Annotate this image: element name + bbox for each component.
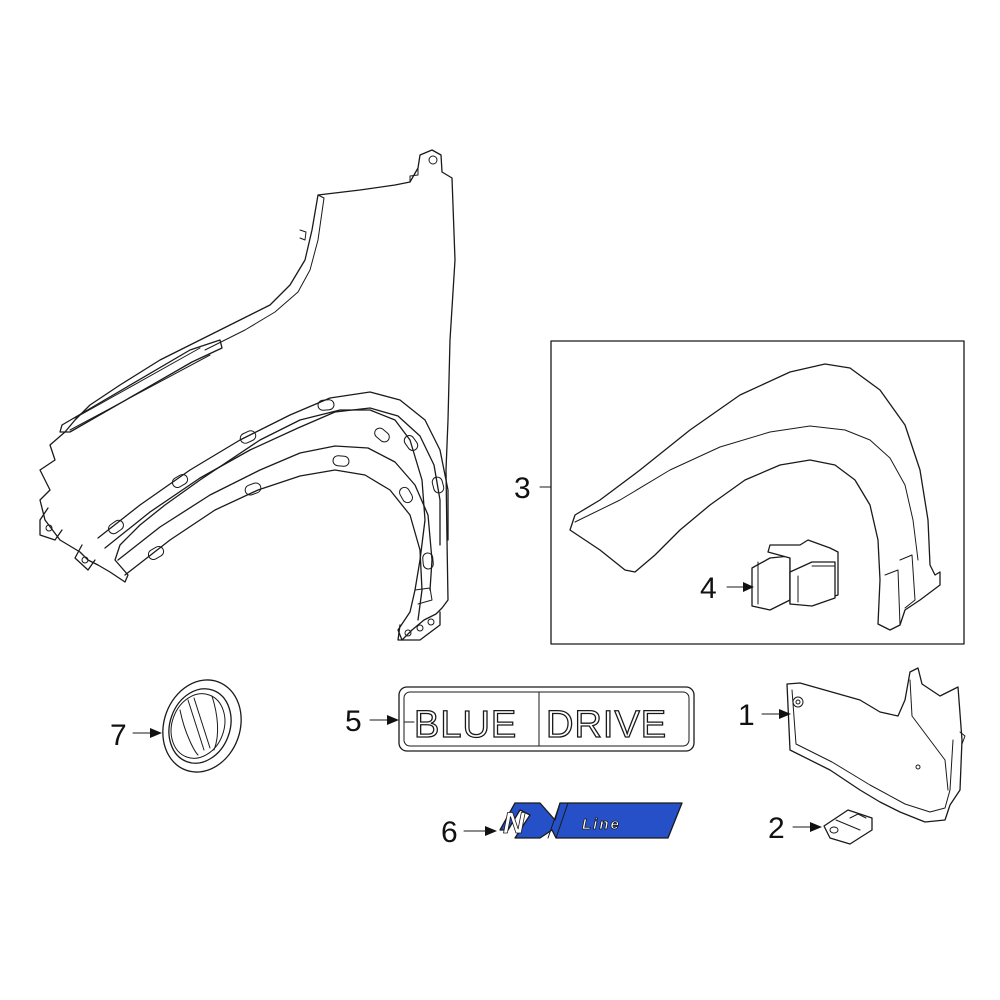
callout-2: 2 bbox=[768, 812, 785, 845]
fender-clip-slots bbox=[108, 399, 445, 570]
drive-text: DRIVE bbox=[546, 704, 667, 746]
mud-guard-clip bbox=[823, 809, 873, 845]
n-line-emblem: N Line bbox=[499, 802, 683, 840]
line-text: Line bbox=[582, 816, 621, 833]
callout-1: 1 bbox=[738, 699, 755, 732]
wheel-arch-molding-inset-box bbox=[550, 340, 965, 645]
callout-5: 5 bbox=[345, 705, 362, 738]
front-fender bbox=[39, 149, 456, 641]
callout-3: 3 bbox=[514, 472, 531, 505]
round-cap bbox=[162, 679, 242, 773]
blue-text: BLUE bbox=[414, 704, 517, 746]
wheel-arch-molding bbox=[569, 363, 941, 631]
blue-drive-emblem: BLUE DRIVE bbox=[398, 686, 695, 752]
callout-6: 6 bbox=[441, 816, 458, 849]
callout-7: 7 bbox=[110, 719, 127, 752]
n-letter-text: N bbox=[503, 807, 527, 840]
molding-clip bbox=[751, 539, 839, 611]
callout-arrows bbox=[132, 486, 822, 836]
mud-guard bbox=[786, 667, 966, 823]
callout-4: 4 bbox=[700, 572, 717, 605]
